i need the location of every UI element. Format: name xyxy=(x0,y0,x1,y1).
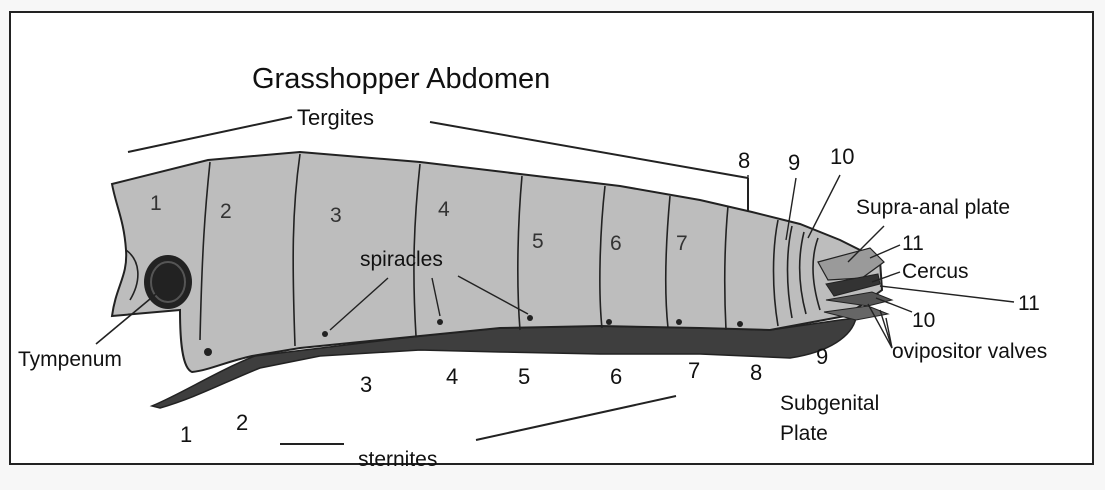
sternite-number-6: 6 xyxy=(610,364,622,389)
spiracle-dot xyxy=(322,331,328,337)
tergite-number-7: 7 xyxy=(676,232,688,255)
spiracle-dot xyxy=(204,348,212,356)
sternites-label: sternites xyxy=(358,448,437,471)
ovipositor-valves-label: ovipositor valves xyxy=(892,340,1047,363)
tergite-number-4: 4 xyxy=(438,198,450,221)
terminal-number-11a: 11 xyxy=(902,232,924,255)
spiracle-dot xyxy=(676,319,682,325)
tergite-number-3: 3 xyxy=(330,204,342,227)
sternite-number-9: 9 xyxy=(816,344,828,369)
spiracle-dot xyxy=(527,315,533,321)
subgenital-label-line2: Plate xyxy=(780,422,828,445)
tergite-number-10: 10 xyxy=(830,144,854,169)
sternite-number-8: 8 xyxy=(750,360,762,385)
sternite-number-4: 4 xyxy=(446,364,458,389)
terminal-number-10b: 10 xyxy=(912,309,935,332)
tergite-number-6: 6 xyxy=(610,232,622,255)
tergite-number-5: 5 xyxy=(532,230,544,253)
diagram-title: Grasshopper Abdomen xyxy=(252,63,550,95)
spiracle-dot xyxy=(606,319,612,325)
tergite-number-1: 1 xyxy=(150,192,162,215)
subgenital-label-line1: Subgenital xyxy=(780,392,879,415)
spiracle-dot xyxy=(737,321,743,327)
sternite-number-1: 1 xyxy=(180,422,192,447)
terminal-number-11b: 11 xyxy=(1018,292,1040,315)
tympenum-label: Tympenum xyxy=(18,348,122,371)
spiracle-dot xyxy=(437,319,443,325)
tergites-label: Tergites xyxy=(297,105,374,130)
sternite-number-3: 3 xyxy=(360,372,372,397)
tergite-number-8: 8 xyxy=(738,148,750,173)
sternite-number-5: 5 xyxy=(518,364,530,389)
cercus-label: Cercus xyxy=(902,260,969,283)
tergite-number-2: 2 xyxy=(220,200,232,223)
sternite-number-7: 7 xyxy=(688,358,700,383)
sternite-number-2: 2 xyxy=(236,410,248,435)
tergite-number-9: 9 xyxy=(788,150,800,175)
spiracles-label: spiracles xyxy=(360,248,443,271)
supra-anal-plate-label: Supra-anal plate xyxy=(856,196,1010,219)
